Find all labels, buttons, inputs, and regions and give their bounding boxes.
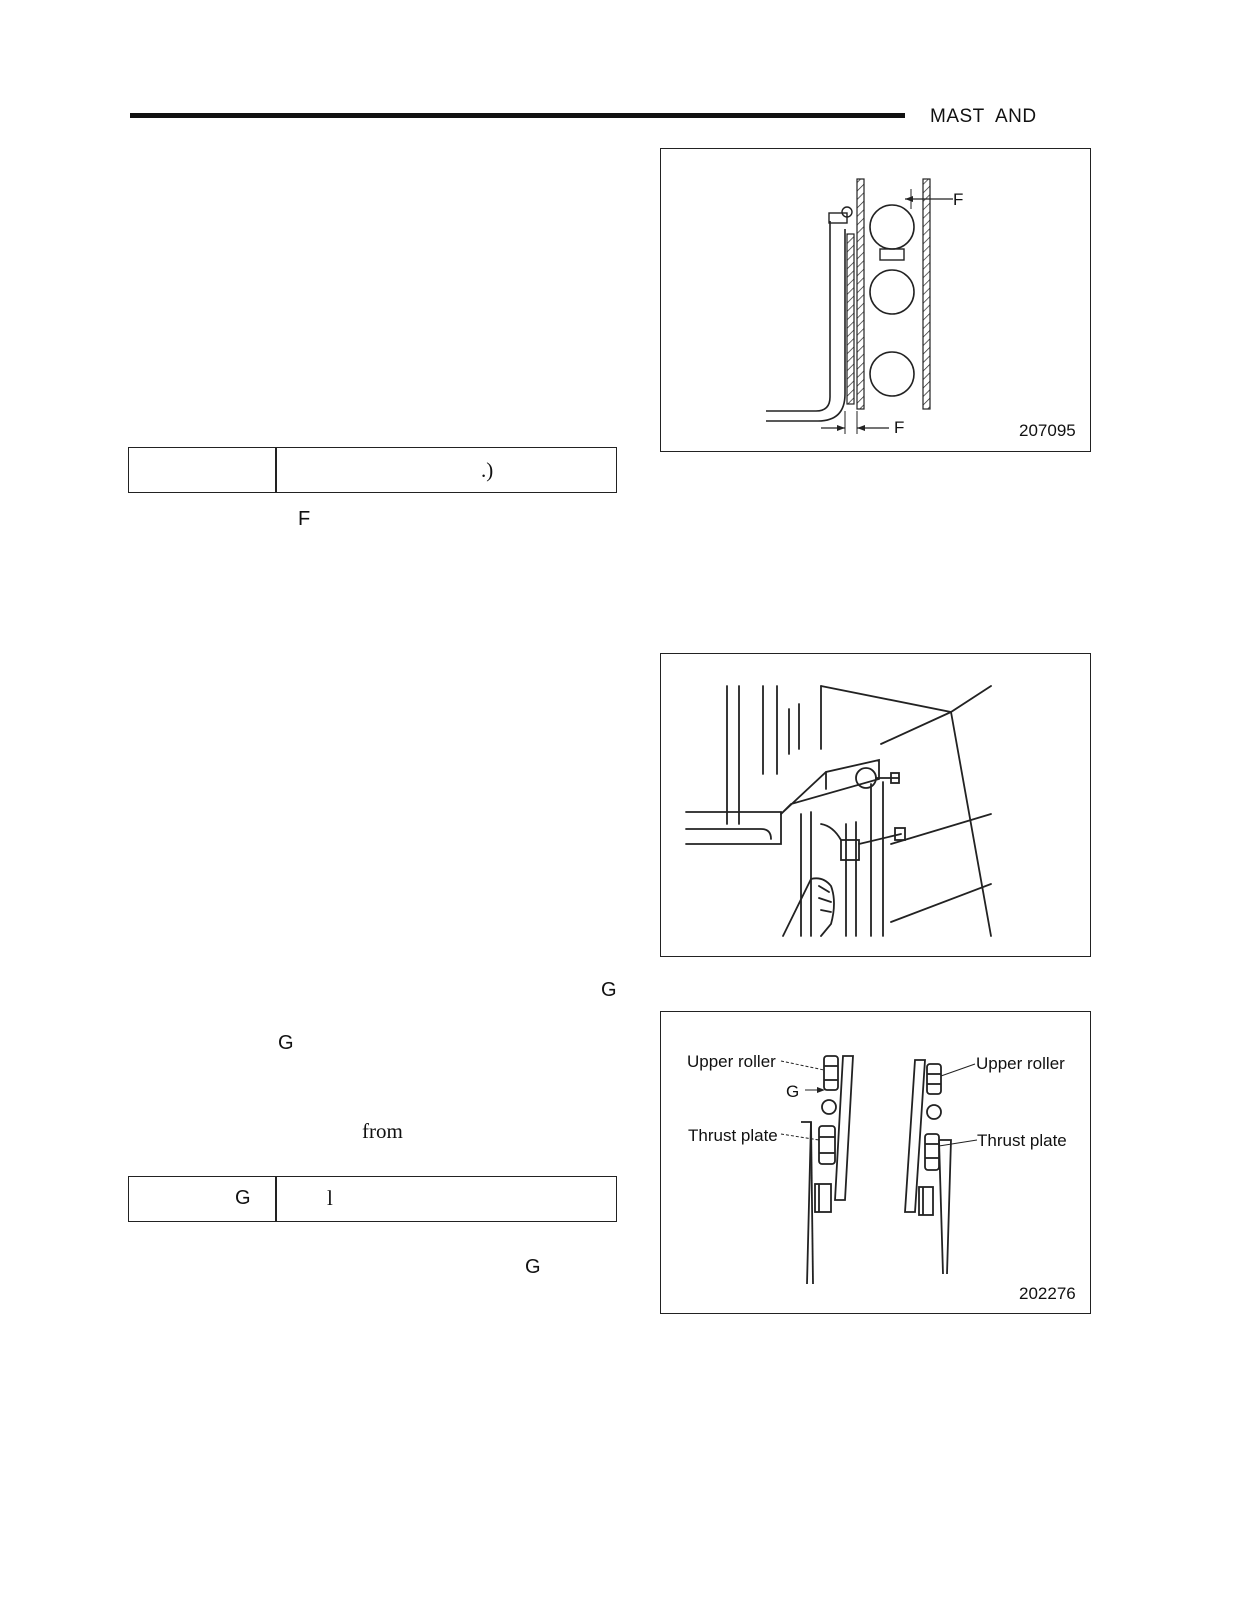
label-upper-roller-right: Upper roller: [976, 1054, 1065, 1073]
label-thrust-plate-left: Thrust plate: [688, 1126, 778, 1145]
word-from: from: [362, 1119, 403, 1143]
spec-table-2-left-cell: G: [235, 1187, 251, 1209]
label-upper-roller-left: Upper roller: [687, 1052, 776, 1071]
figure-dial-gauge-measurement: [660, 653, 1091, 957]
clearance-letter-g-3: G: [525, 1256, 541, 1278]
thrust-plate-diagram: [780, 1055, 978, 1285]
outer-channel-wall-left: [856, 178, 865, 410]
spec-table-1-divider: [275, 448, 277, 492]
roller-middle: [869, 269, 915, 315]
roller-upper: [869, 204, 915, 250]
inner-channel-wall: [846, 233, 855, 405]
label-f-bottom: F: [894, 418, 905, 437]
header-rule: [130, 113, 905, 118]
spec-table-2-right-cell: l: [327, 1186, 333, 1210]
label-g: G: [786, 1082, 800, 1101]
dial-gauge-illustration: [685, 685, 992, 937]
spec-table-2-divider: [275, 1177, 277, 1221]
spec-table-1-right-cell: .): [481, 458, 494, 482]
figure-roller-clearance-f: F F 207095: [660, 148, 1091, 452]
label-thrust-plate-right: Thrust plate: [977, 1131, 1067, 1150]
roller-clearance-diagram: [766, 178, 953, 434]
section-title: MAST AND: [930, 106, 1037, 127]
spec-table-1: .): [128, 447, 617, 493]
figure-roller-thrust-plate-clearance-g: Upper roller G Thrust plate Upper roller…: [660, 1011, 1091, 1314]
spacer-block: [879, 248, 905, 261]
outer-channel-wall-right: [922, 178, 931, 410]
label-f-top: F: [953, 190, 964, 209]
clearance-letter-g-1: G: [601, 979, 617, 1001]
roller-lower: [869, 351, 915, 397]
spec-table-2: G l: [128, 1176, 617, 1222]
clearance-letter-g-2: G: [278, 1032, 294, 1054]
figure-number-3: 202276: [1019, 1284, 1076, 1303]
clearance-letter-f: F: [298, 508, 311, 530]
figure-number-1: 207095: [1019, 421, 1076, 440]
